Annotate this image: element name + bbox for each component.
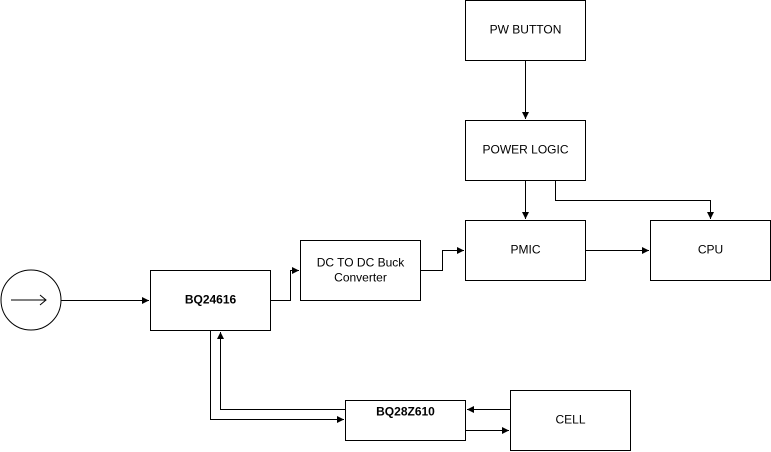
connector-bq28z610-to-bq24616 [217,332,346,410]
cell-label: CELL [555,413,585,427]
dc-converter-label-line2: Converter [334,271,387,285]
pw-button-block[interactable]: PW BUTTON [465,0,586,61]
cpu-label: CPU [698,243,723,257]
arrow-in-circle-icon [11,294,47,306]
bq28z610-block[interactable]: BQ28Z610 [345,400,466,441]
power-logic-block[interactable]: POWER LOGIC [465,120,586,181]
bq24616-label: BQ24616 [185,293,237,307]
connector-dc-converter-to-pmic [420,247,464,271]
connector-bq24616-to-bq28z610 [210,330,344,423]
connector-power-logic-to-cpu [555,180,714,219]
pmic-label: PMIC [511,243,541,257]
bq24616-block[interactable]: BQ24616 [150,270,271,331]
connector-bq24616-to-dc-converter [270,267,299,301]
power-source [0,269,62,331]
dc-converter-label-line1: DC TO DC Buck [317,256,406,270]
power-logic-label: POWER LOGIC [482,143,568,157]
cpu-block[interactable]: CPU [650,220,771,281]
cell-block[interactable]: CELL [510,390,631,451]
dc-converter-block[interactable]: DC TO DC Buck Converter [300,240,421,301]
pmic-block[interactable]: PMIC [465,220,586,281]
bq28z610-label: BQ28Z610 [376,405,435,419]
pw-button-label: PW BUTTON [490,23,562,37]
